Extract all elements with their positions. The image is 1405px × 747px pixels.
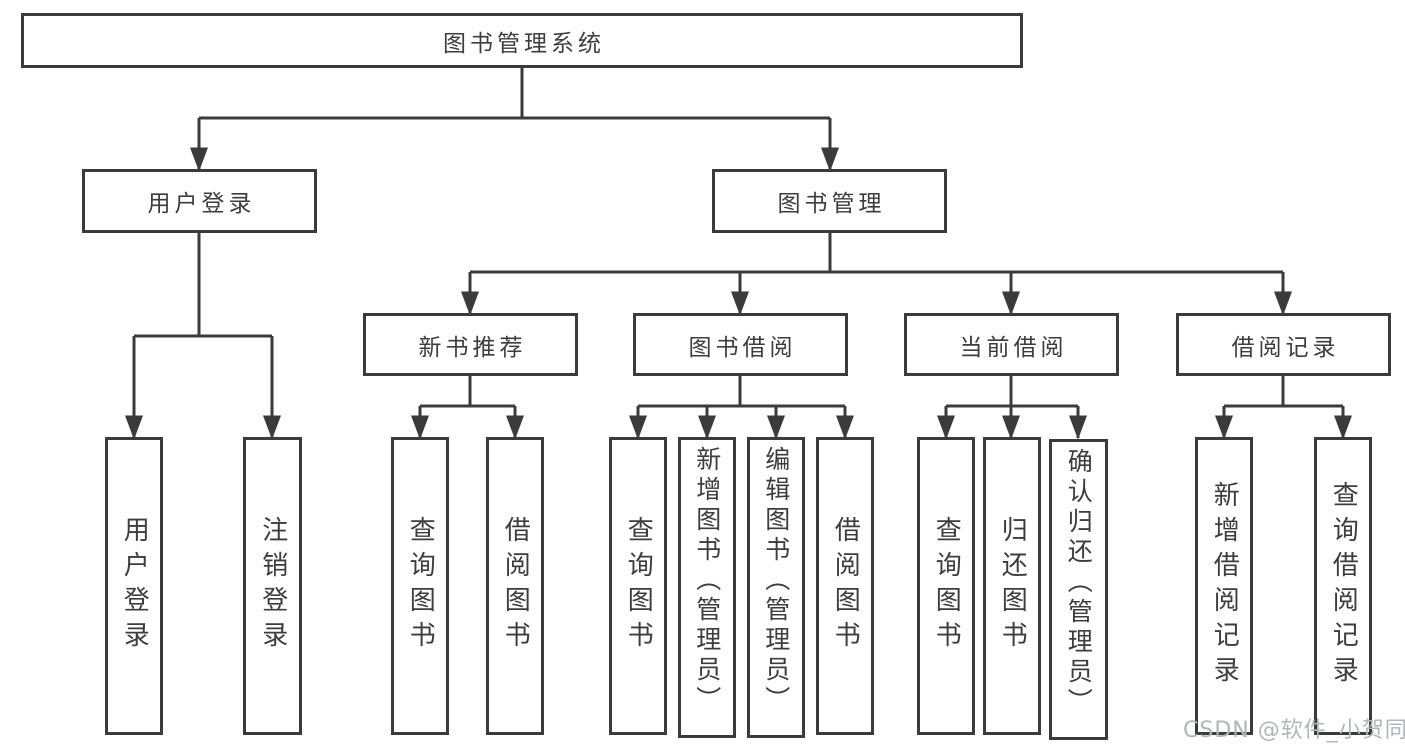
node-label: 借阅图书	[830, 516, 861, 656]
node-label: 新增图书（管理员）	[692, 446, 722, 716]
leaf-query-books-current: 查询图书	[917, 437, 975, 735]
leaf-add-books-admin: 新增图书（管理员）	[678, 437, 736, 738]
node-label: 查询借阅记录	[1328, 481, 1359, 691]
node-library-management-system: 图书管理系统	[21, 13, 1023, 68]
leaf-borrow-books-recommend: 借阅图书	[486, 437, 544, 735]
node-label: 用户登录	[147, 191, 256, 217]
leaf-query-borrow-record: 查询借阅记录	[1314, 437, 1372, 735]
node-borrowing-records: 借阅记录	[1176, 313, 1391, 376]
leaf-confirm-return-admin: 确认归还（管理员）	[1049, 439, 1108, 740]
node-label: 编辑图书（管理员）	[761, 446, 791, 716]
leaf-edit-books-admin: 编辑图书（管理员）	[747, 437, 805, 738]
node-label: 查询图书	[931, 516, 962, 656]
node-label: 查询图书	[623, 516, 654, 656]
leaf-query-books-recommend: 查询图书	[391, 437, 449, 735]
leaf-return-books: 归还图书	[983, 437, 1041, 735]
node-label: 查询图书	[405, 516, 436, 656]
node-label: 注销登录	[257, 516, 288, 656]
node-label: 确认归还（管理员）	[1064, 448, 1094, 718]
leaf-add-borrow-record: 新增借阅记录	[1195, 437, 1253, 735]
node-book-borrowing: 图书借阅	[633, 313, 848, 376]
node-book-management: 图书管理	[712, 169, 947, 233]
leaf-borrow-books: 借阅图书	[816, 437, 874, 735]
leaf-logout: 注销登录	[243, 437, 302, 735]
node-label: 借阅图书	[500, 516, 531, 656]
node-label: 新增借阅记录	[1209, 481, 1240, 691]
watermark: CSDN @软件_小贺同学	[1183, 718, 1405, 743]
node-label: 用户登录	[119, 516, 150, 656]
leaf-user-login: 用户登录	[105, 437, 163, 735]
node-current-borrowing: 当前借阅	[904, 313, 1119, 376]
leaf-query-books-borrow: 查询图书	[609, 437, 667, 735]
node-user-login: 用户登录	[82, 169, 317, 233]
node-label: 当前借阅	[959, 334, 1068, 361]
node-new-book-recommendation: 新书推荐	[363, 313, 578, 376]
node-label: 图书借阅	[688, 334, 797, 361]
node-label: 归还图书	[997, 516, 1028, 656]
node-label: 图书管理	[777, 191, 886, 217]
node-label: 借阅记录	[1231, 334, 1340, 361]
node-label: 图书管理系统	[443, 30, 605, 57]
node-label: 新书推荐	[418, 334, 527, 361]
